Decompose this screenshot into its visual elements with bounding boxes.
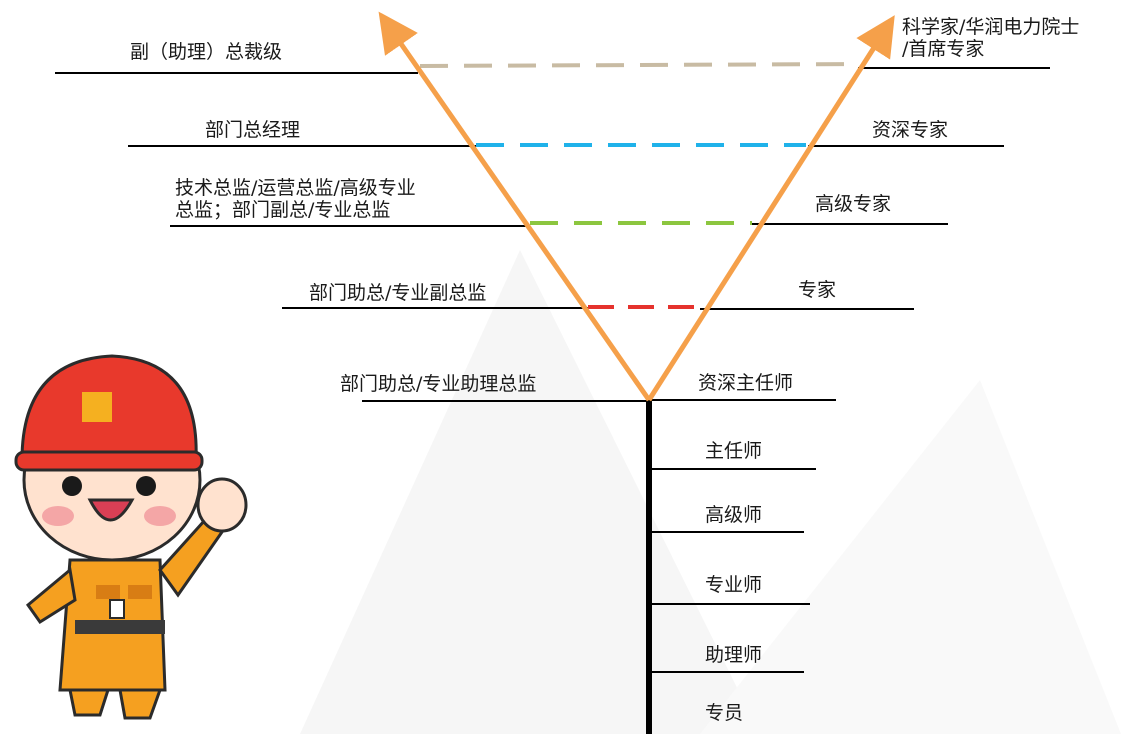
label-scientist: 科学家/华润电力院士 /首席专家	[902, 16, 1080, 60]
label-director: 技术总监/运营总监/高级专业 总监；部门副总/专业总监	[175, 177, 416, 221]
label-chief: 主任师	[705, 440, 763, 462]
arrow-professional	[646, 15, 895, 402]
label-senior-chief: 资深主任师	[698, 372, 794, 394]
label-asst-director: 部门助总/专业助理总监	[340, 373, 537, 395]
label-expert: 专家	[798, 279, 837, 301]
label-high-expert: 高级专家	[815, 193, 892, 215]
worker-mascot-icon	[14, 354, 248, 720]
arrow-management	[378, 11, 652, 402]
label-senior: 高级师	[705, 504, 763, 526]
label-specialist: 专员	[705, 702, 744, 724]
label-professional: 专业师	[705, 574, 763, 596]
label-senior-expert: 资深专家	[872, 119, 949, 141]
dash-vp-scientist	[419, 62, 859, 68]
label-gm: 部门总经理	[205, 119, 301, 141]
label-vp: 副（助理）总裁级	[130, 41, 283, 63]
label-asst-gm: 部门助总/专业副总监	[309, 282, 487, 304]
label-assistant: 助理师	[705, 644, 763, 666]
